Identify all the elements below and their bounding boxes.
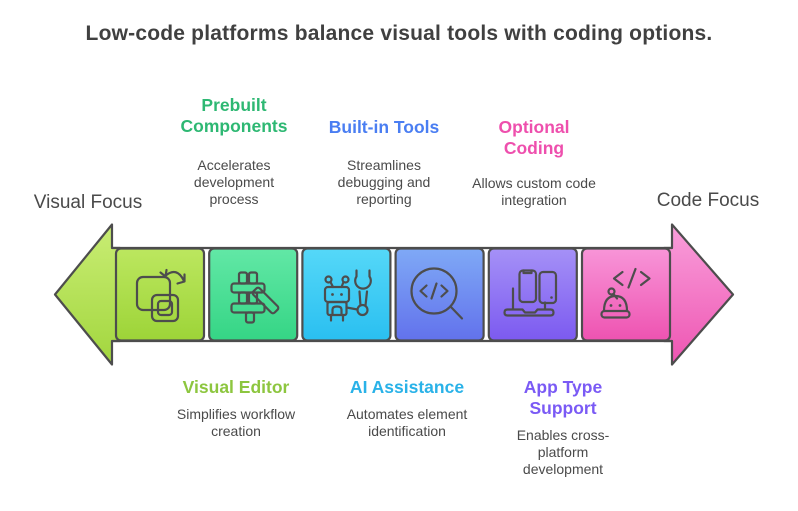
feature-heading-app-type-support: App Type Support: [523, 377, 603, 418]
feature-description-app-type-support: Enables cross- platform development: [516, 427, 610, 477]
axis-label-code-focus: Code Focus: [656, 190, 760, 211]
segment-built-in-tools: [301, 247, 392, 342]
feature-heading-prebuilt-components: Prebuilt Components: [180, 95, 288, 136]
robot-wrench-icon: [323, 269, 372, 322]
feature-description-optional-coding: Allows custom code integration: [472, 175, 596, 208]
code-magnifier-icon: [410, 267, 464, 320]
left-arrowhead: [53, 223, 122, 366]
stacked-blocks-icon: [230, 271, 280, 324]
segment-optional-coding: [580, 247, 672, 342]
page-title: Low-code platforms balance visual tools …: [85, 22, 713, 45]
overlapping-squares-swap-icon: [135, 268, 186, 323]
segment-app-type-support: [487, 247, 578, 342]
feature-description-ai-assistance: Automates element identification: [346, 406, 468, 439]
right-arrowhead: [662, 223, 735, 366]
axis-label-visual-focus: Visual Focus: [33, 192, 143, 213]
feature-heading-visual-editor: Visual Editor: [182, 377, 290, 397]
feature-description-prebuilt-components: Accelerates development process: [193, 157, 275, 207]
devices-icon: [503, 269, 558, 317]
feature-description-visual-editor: Simplifies workflow creation: [176, 406, 296, 439]
segment-ai-assistance: [394, 247, 485, 342]
feature-description-built-in-tools: Streamlines debugging and reporting: [337, 157, 431, 207]
feature-heading-optional-coding: Optional Coding: [498, 117, 570, 158]
feature-heading-built-in-tools: Built-in Tools: [328, 117, 440, 137]
feature-heading-ai-assistance: AI Assistance: [349, 377, 465, 397]
robot-code-icon: [600, 267, 651, 319]
